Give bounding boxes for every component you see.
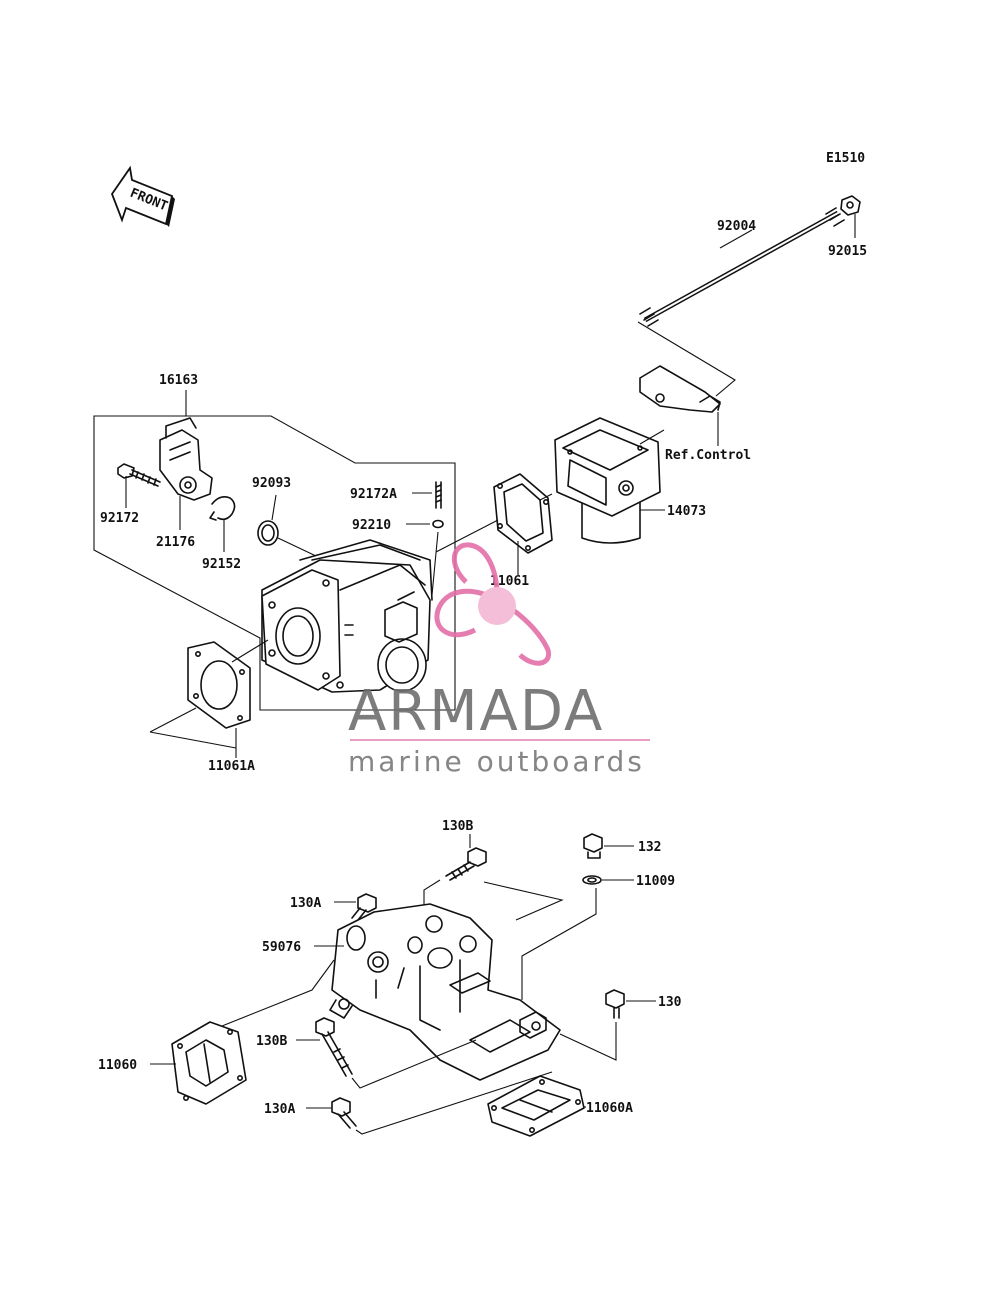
- intake-chamber-14073: [554, 417, 661, 544]
- label-92015: 92015: [828, 244, 867, 259]
- bolt-130B-top: [445, 847, 487, 881]
- label-11061: 11061: [490, 574, 529, 589]
- screw-92172: [117, 463, 161, 487]
- intake-manifold-59076: [329, 903, 561, 1081]
- label-ref-control: Ref.Control: [665, 448, 751, 463]
- label-11060: 11060: [98, 1058, 137, 1073]
- label-14073: 14073: [667, 504, 706, 519]
- propeller-logo-icon: [434, 542, 552, 666]
- label-130: 130: [658, 995, 682, 1010]
- gasket-11060: [171, 1021, 247, 1105]
- label-92004: 92004: [717, 219, 756, 234]
- gasket-11060A: [487, 1075, 585, 1137]
- bolt-130B-mid: [315, 1017, 353, 1077]
- throttle-sensor-21176: [159, 417, 213, 501]
- gasket-11061A: [187, 641, 251, 729]
- watermark-tagline: marine outboards: [348, 745, 645, 778]
- plug-132: [583, 833, 603, 859]
- label-16163: 16163: [159, 373, 198, 388]
- label-92210: 92210: [352, 518, 391, 533]
- o-ring-92093: [257, 520, 279, 546]
- label-59076: 59076: [262, 940, 301, 955]
- nut-92015: [840, 195, 861, 216]
- washer-92210: [432, 519, 444, 529]
- throttle-body-16163: [261, 539, 433, 693]
- label-11060A: 11060A: [586, 1101, 633, 1116]
- diagram-code: E1510: [826, 151, 865, 166]
- label-92152: 92152: [202, 557, 241, 572]
- clip-92152: [209, 496, 236, 521]
- label-92172: 92172: [100, 511, 139, 526]
- label-11061A: 11061A: [208, 759, 255, 774]
- stud-92004: [639, 207, 845, 327]
- watermark-brand: ARMADA: [348, 679, 604, 744]
- label-11009: 11009: [636, 874, 675, 889]
- label-21176: 21176: [156, 535, 195, 550]
- label-130A-bot: 130A: [264, 1102, 295, 1117]
- washer-11009: [582, 875, 602, 885]
- label-130B-top: 130B: [442, 819, 473, 834]
- label-92093: 92093: [252, 476, 291, 491]
- armada-watermark: ARMADA marine outboards: [348, 542, 650, 778]
- bolt-130A-bot: [331, 1097, 357, 1129]
- front-arrow-icon: FRONT: [110, 165, 175, 227]
- label-132: 132: [638, 840, 661, 855]
- bolt-130-right: [605, 989, 625, 1019]
- gasket-11061: [493, 473, 553, 554]
- control-bracket: [639, 365, 721, 413]
- label-92172A: 92172A: [350, 487, 397, 502]
- screw-92172A: [435, 481, 442, 509]
- label-130A-top: 130A: [290, 896, 321, 911]
- bolt-130A-top: [351, 893, 377, 921]
- label-130B-mid: 130B: [256, 1034, 287, 1049]
